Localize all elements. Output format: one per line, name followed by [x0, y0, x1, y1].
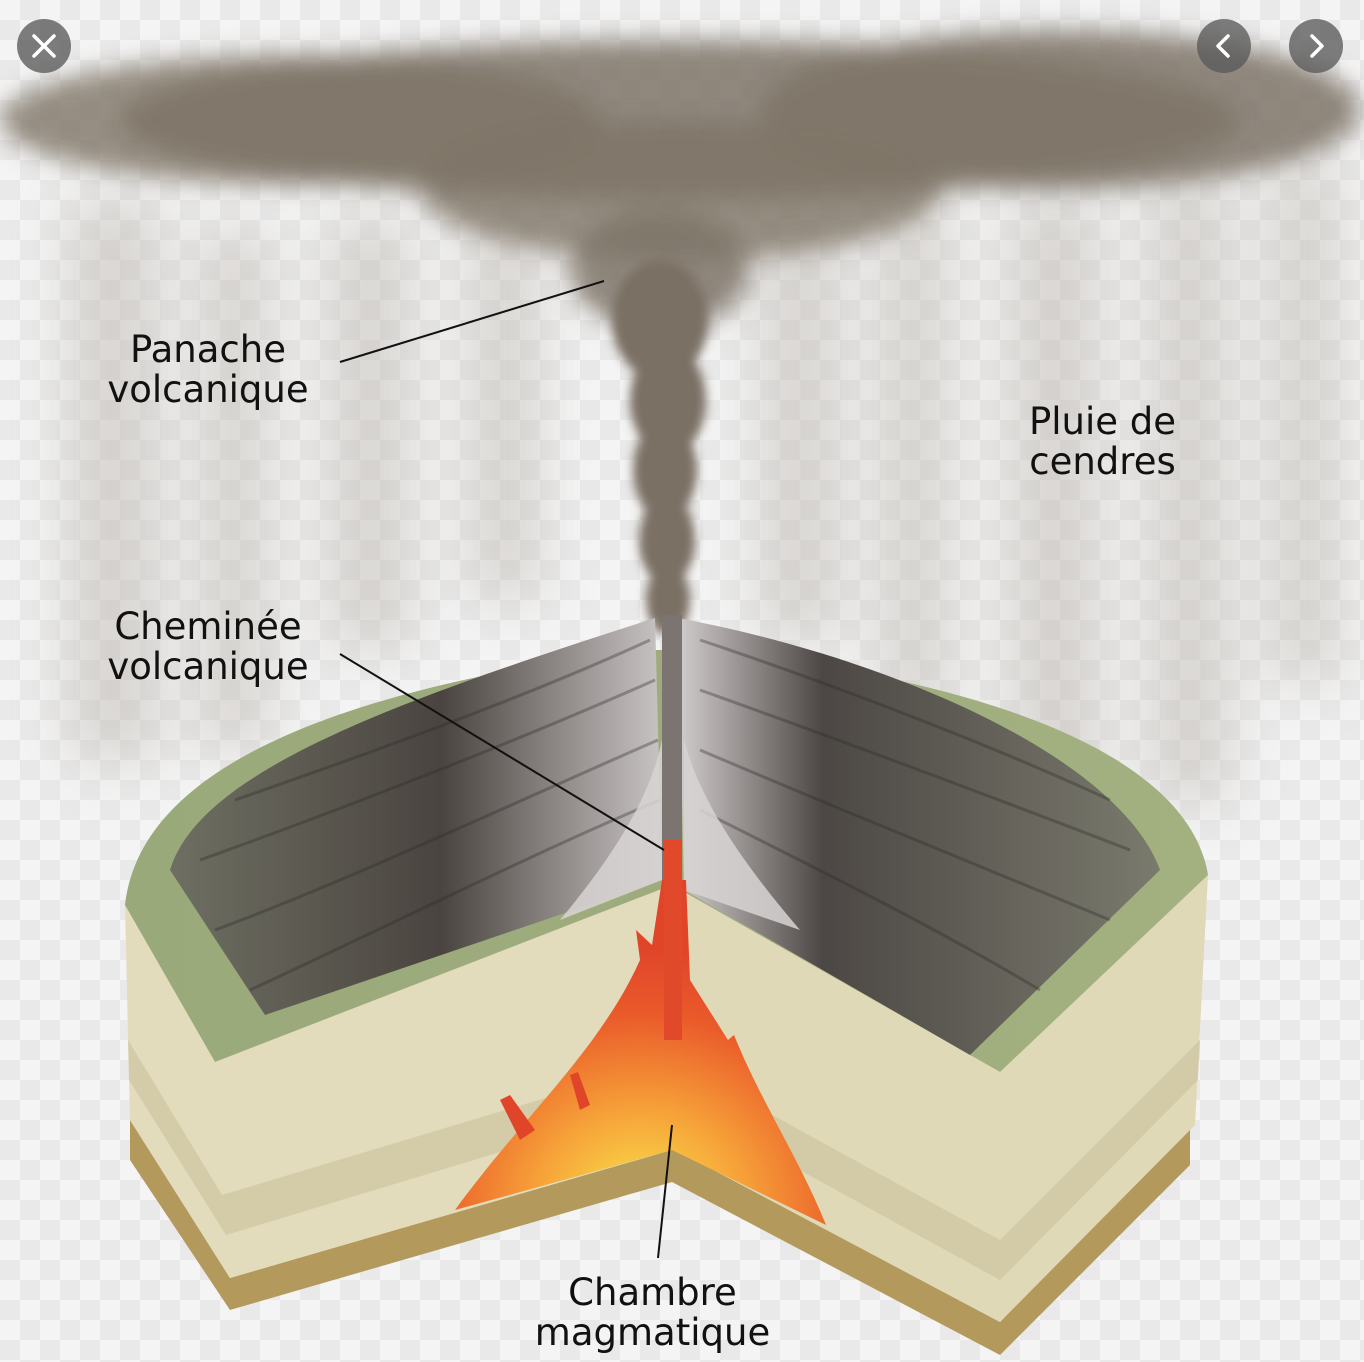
chevron-right-icon [1310, 34, 1324, 58]
volcano-cone-left [170, 618, 662, 1015]
leader-line-chamber [657, 1124, 673, 1259]
close-button[interactable] [17, 19, 71, 73]
close-icon [32, 34, 56, 58]
label-chambre-magmatique: Chambre magmatique [534, 1271, 771, 1354]
chevron-left-icon [1216, 34, 1230, 58]
eruption-cloud [0, 30, 1360, 330]
bedrock-layer [130, 1120, 1190, 1355]
previous-image-button[interactable] [1197, 19, 1251, 73]
label-panache-volcanique: Panache volcanique [107, 328, 309, 411]
next-image-button[interactable] [1289, 19, 1343, 73]
volcano-cone-right [678, 618, 1160, 1055]
label-pluie-de-cendres: Pluie de cendres [1028, 400, 1177, 483]
magma-chamber [455, 880, 826, 1225]
volcanic-plume [612, 260, 708, 635]
label-cheminee-volcanique: Cheminée volcanique [107, 605, 309, 688]
leader-lines [339, 280, 673, 1259]
ash-rain [70, 160, 1340, 800]
leader-line-conduit [339, 653, 665, 851]
leader-line-plume [339, 280, 605, 363]
